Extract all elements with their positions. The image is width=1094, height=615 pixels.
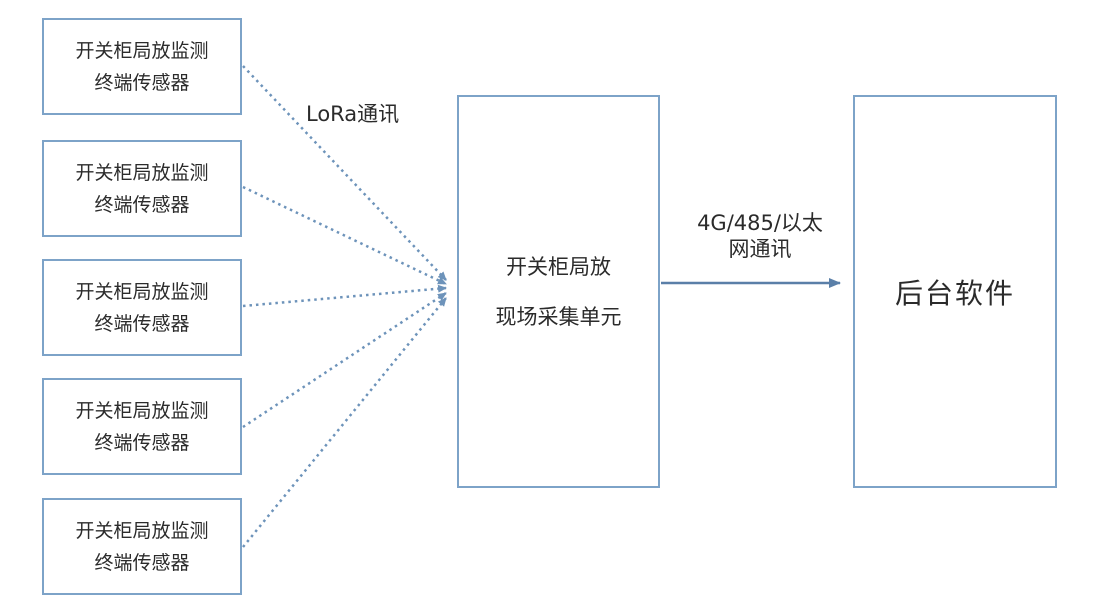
sensor-box-3: 开关柜局放监测 终端传感器 xyxy=(42,259,242,356)
sensor-label-line2: 终端传感器 xyxy=(94,551,190,574)
sensor-label-line2: 终端传感器 xyxy=(94,193,190,216)
uplink-label-line2: 网通讯 xyxy=(728,237,792,261)
lora-link-label: LoRa通讯 xyxy=(306,102,400,126)
sensor-label-line2: 终端传感器 xyxy=(94,312,190,335)
backend-box: 后台软件 xyxy=(853,95,1057,488)
sensor-label-line1: 开关柜局放监测 xyxy=(75,161,209,184)
sensor-label-line2: 终端传感器 xyxy=(94,431,190,454)
uplink-label-line1: 4G/485/以太 xyxy=(697,211,823,235)
lora-link-sensor-4 xyxy=(242,291,447,429)
lora-link-sensor-1 xyxy=(242,65,447,281)
lora-link-sensor-5 xyxy=(242,297,447,548)
sensor-label-line1: 开关柜局放监测 xyxy=(75,280,209,303)
collector-label-line2: 现场采集单元 xyxy=(495,304,622,329)
sensor-label-line1: 开关柜局放监测 xyxy=(75,399,209,422)
sensor-label-line1: 开关柜局放监测 xyxy=(75,39,209,62)
collector-box: 开关柜局放 现场采集单元 xyxy=(457,95,660,488)
sensor-box-1: 开关柜局放监测 终端传感器 xyxy=(42,18,242,115)
sensor-box-5: 开关柜局放监测 终端传感器 xyxy=(42,498,242,595)
collector-label-line1: 开关柜局放 xyxy=(506,254,611,279)
backend-label: 后台软件 xyxy=(894,276,1015,310)
sensor-box-4: 开关柜局放监测 终端传感器 xyxy=(42,378,242,475)
sensor-box-2: 开关柜局放监测 终端传感器 xyxy=(42,140,242,237)
lora-link-sensor-3 xyxy=(242,284,447,308)
sensor-label-line1: 开关柜局放监测 xyxy=(75,519,209,542)
lora-link-sensor-2 xyxy=(242,185,447,286)
uplink-label: 4G/485/以太 网通讯 xyxy=(672,210,848,262)
sensor-label-line2: 终端传感器 xyxy=(94,71,190,94)
